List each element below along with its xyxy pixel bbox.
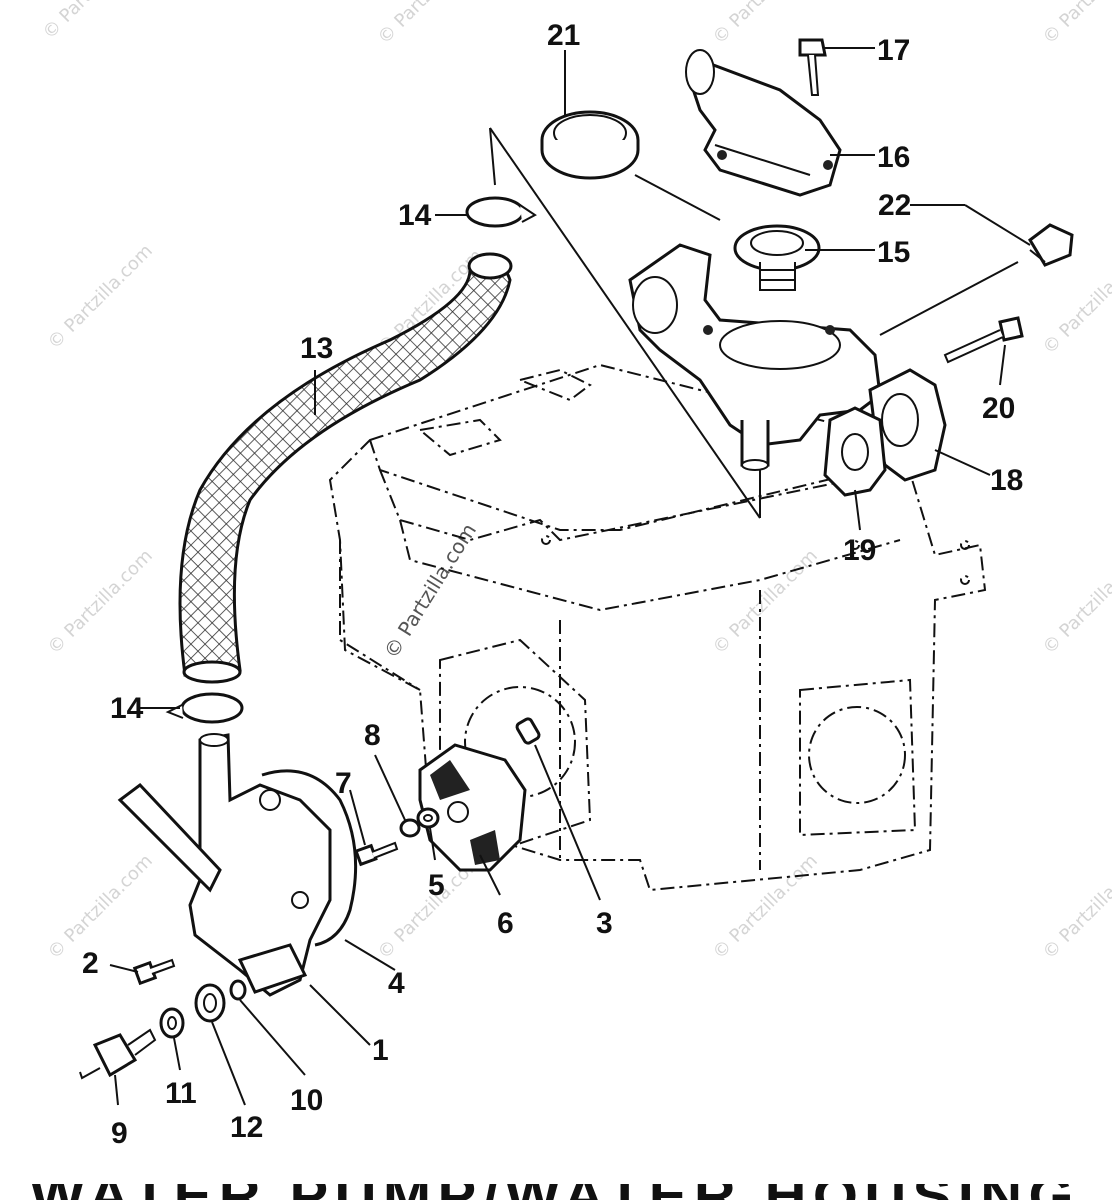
water-pump-housing [117, 733, 332, 997]
impeller [418, 743, 527, 872]
seal-ring [540, 110, 640, 180]
callout-22: 22 [878, 189, 911, 222]
watermark: © Partzilla.com [709, 850, 822, 963]
washer-8 [399, 818, 421, 838]
outlet-elbow [868, 368, 947, 482]
callout-14-upper: 14 [398, 199, 432, 232]
drain-valve-9 [79, 1028, 157, 1080]
callout-21: 21 [547, 19, 580, 52]
callout-4: 4 [388, 967, 405, 1000]
temperature-sensor [1028, 223, 1074, 267]
callout-14-lower: 14 [110, 692, 144, 725]
watermark: © Partzilla.com [1039, 0, 1112, 49]
diagram-title: WATER PUMP/WATER HOUSING [30, 1166, 1080, 1200]
o-ring-10 [229, 979, 247, 1001]
leader-lines [109, 47, 1031, 1106]
callout-6: 6 [497, 907, 514, 940]
watermark: © Partzilla.com [1039, 850, 1112, 963]
watermark: © Partzilla.com [39, 0, 152, 44]
bolt-7 [354, 841, 399, 867]
callout-16: 16 [877, 141, 910, 174]
hose-clamp-upper [465, 196, 537, 228]
washer-11 [159, 1007, 185, 1039]
callout-17: 17 [877, 34, 910, 67]
callout-12: 12 [230, 1111, 263, 1144]
callout-5: 5 [428, 869, 445, 902]
callout-3: 3 [596, 907, 613, 940]
callout-10: 10 [290, 1084, 323, 1117]
watermark: © Partzilla.com [44, 850, 157, 963]
gasket-19 [823, 406, 887, 497]
washer-5 [416, 807, 440, 829]
callout-11: 11 [165, 1077, 197, 1110]
diagram-title-cropped: WATER PUMP/WATER HOUSING [30, 1166, 1080, 1200]
bolt-17 [798, 38, 827, 96]
callout-20: 20 [982, 392, 1015, 425]
dowel-pin [515, 717, 541, 745]
watermark: © Partzilla.com [374, 0, 487, 49]
callout-18: 18 [990, 464, 1023, 497]
callout-labels: 1 2 3 4 5 6 7 8 9 10 11 12 13 14 14 15 1… [82, 19, 1023, 1150]
watermark: © Partzilla.com [1039, 545, 1112, 658]
callout-19: 19 [843, 534, 876, 567]
bolt-20 [943, 316, 1024, 364]
callout-8: 8 [364, 719, 381, 752]
o-ring-12 [194, 983, 226, 1023]
callout-15: 15 [877, 236, 910, 269]
watermark: © Partzilla.com [379, 519, 481, 663]
bolt-2 [132, 958, 176, 986]
coolant-hose [178, 252, 513, 684]
thermostat-cover [685, 49, 842, 197]
callout-1: 1 [372, 1034, 389, 1067]
pump-gasket [261, 769, 358, 947]
thermostat [733, 224, 821, 291]
watermark: © Partzilla.com [44, 240, 157, 353]
callout-7: 7 [335, 767, 352, 800]
watermark: © Partzilla.com [709, 545, 822, 658]
callout-13: 13 [300, 332, 333, 365]
callout-9: 9 [111, 1117, 128, 1150]
watermark: © Partzilla.com [44, 545, 157, 658]
water-housing [628, 243, 882, 471]
callout-2: 2 [82, 947, 99, 980]
